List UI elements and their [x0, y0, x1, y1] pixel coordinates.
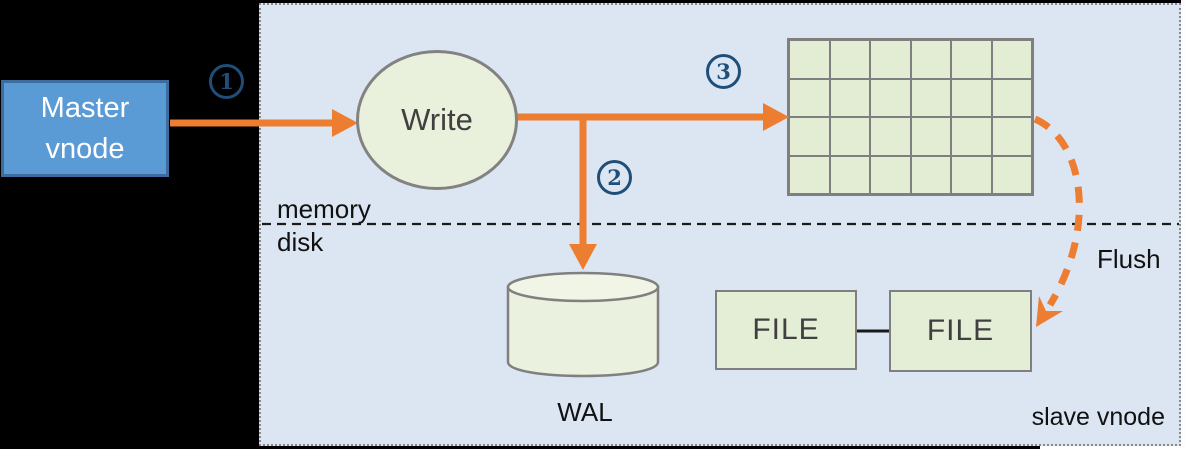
step-badge-2: 2	[597, 160, 632, 195]
memory-table-cell	[910, 40, 951, 79]
disk-label: disk	[277, 227, 324, 257]
file-box-1: FILE	[715, 290, 857, 370]
master-vnode-box: Master vnode	[1, 80, 169, 177]
step-badge-3-number: 3	[716, 59, 731, 84]
memory-table-cell	[951, 155, 992, 194]
step-badge-1: 1	[209, 64, 244, 99]
memory-table-cell	[910, 155, 951, 194]
memory-table-cell	[910, 117, 951, 156]
memory-table-cell	[951, 40, 992, 79]
master-vnode-label-line1: Master	[40, 92, 130, 125]
slave-vnode-label: slave vnode	[1031, 403, 1165, 431]
write-node-label: Write	[401, 102, 473, 137]
step-badge-3: 3	[706, 54, 741, 89]
file-box-2: FILE	[889, 290, 1032, 372]
memory-table-cell	[870, 155, 911, 194]
memory-table-cell	[991, 40, 1032, 79]
memory-table-cell	[789, 117, 830, 156]
memory-table-cell	[870, 78, 911, 117]
bottom-edge-strip	[1040, 446, 1185, 449]
memory-table-cell	[829, 40, 870, 79]
memory-table-cell	[829, 78, 870, 117]
memory-label: memory	[277, 194, 371, 224]
memory-table-cell	[829, 117, 870, 156]
memory-table-cell	[870, 40, 911, 79]
step-badge-1-number: 1	[219, 69, 234, 94]
memory-table-cell	[910, 78, 951, 117]
memory-table-cell	[991, 117, 1032, 156]
master-vnode-label-line2: vnode	[45, 132, 125, 165]
wal-label: WAL	[557, 397, 613, 427]
write-node: Write	[356, 50, 518, 190]
memory-table-cell	[951, 78, 992, 117]
flush-label: Flush	[1097, 244, 1161, 274]
memory-table-cell	[991, 78, 1032, 117]
memory-table-cell	[789, 40, 830, 79]
memory-table-cell	[991, 155, 1032, 194]
memory-table-cell	[951, 117, 992, 156]
memory-table-cell	[789, 78, 830, 117]
file-box-1-label: FILE	[752, 313, 820, 346]
memory-table	[787, 38, 1034, 196]
memory-table-cell	[829, 155, 870, 194]
memory-table-cell	[789, 155, 830, 194]
step-badge-2-number: 2	[607, 165, 622, 190]
file-box-2-label: FILE	[926, 314, 995, 347]
memory-table-cell	[870, 117, 911, 156]
right-edge-strip	[1181, 0, 1185, 449]
